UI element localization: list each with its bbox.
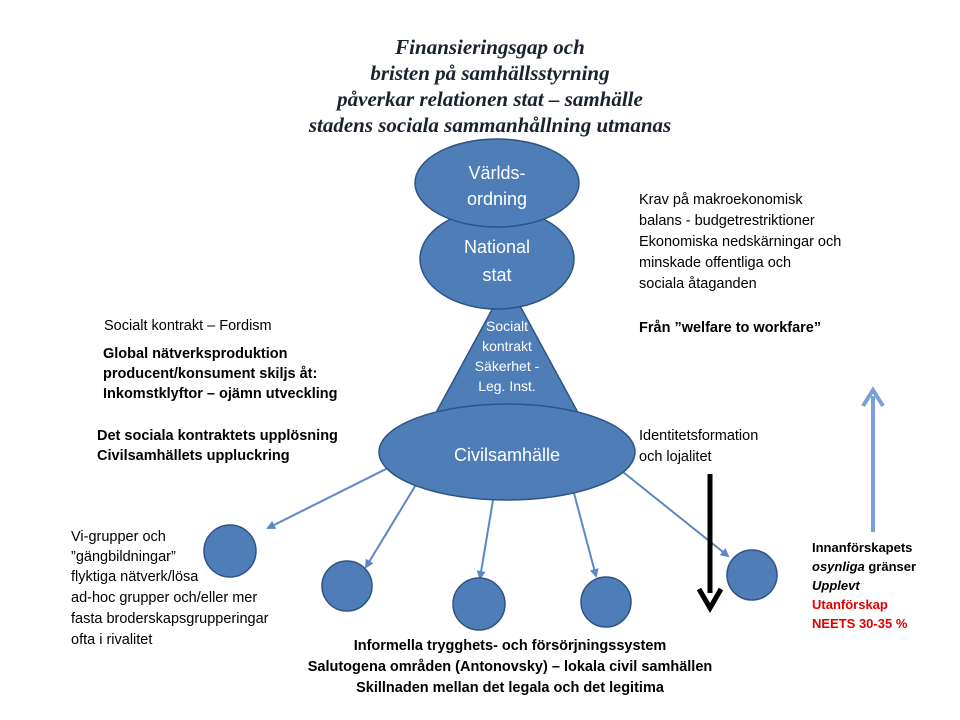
triangle-line-3: Säkerhet -	[474, 358, 540, 374]
title-line-1: Finansieringsgap och	[395, 35, 585, 59]
title-line-4: stadens sociala sammanhållning utmanas	[308, 113, 672, 137]
upplosning-text-1: Det sociala kontraktets upplösning	[97, 428, 338, 444]
node-circle-3	[452, 577, 506, 631]
global-text-2: producent/konsument skiljs åt:	[103, 366, 318, 382]
title-line-2: bristen på samhällsstyrning	[370, 61, 610, 85]
bottom-text-1: Informella trygghets- och försörjningssy…	[353, 638, 667, 654]
connector-lines	[266, 459, 730, 580]
vi-text-4: ad-hoc grupper och/eller mer	[71, 590, 258, 606]
connector-to-node-4	[569, 477, 599, 578]
triangle-line-2: kontrakt	[482, 338, 532, 354]
innanforskap-text-1: Innanförskapets	[812, 540, 913, 555]
identitet-text-2: och lojalitet	[639, 449, 712, 465]
krav-text-4: minskade offentliga och	[639, 255, 792, 271]
welfare-text: Från ”welfare to workfare”	[639, 320, 822, 336]
vi-text-3: flyktiga nätverk/lösa	[71, 569, 199, 585]
osynliga-word: osynliga	[812, 559, 865, 574]
vi-text-2: ”gängbildningar”	[71, 549, 176, 565]
vi-text-1: Vi-grupper och	[71, 529, 166, 545]
global-text-1: Global nätverksproduktion	[103, 346, 288, 362]
triangle-label: Socialt kontrakt Säkerhet - Leg. Inst.	[457, 316, 557, 396]
varldsordning-label: Världs- ordning	[447, 160, 547, 212]
krav-text-1: Krav på makroekonomisk	[639, 192, 803, 208]
krav-text-3: Ekonomiska nedskärningar och	[639, 234, 842, 250]
node-circle-1	[203, 524, 257, 578]
bottom-text-3: Skillnaden mellan det legala och det leg…	[356, 680, 664, 696]
fordism-text: Socialt kontrakt – Fordism	[104, 318, 272, 334]
national-stat-line-1: National	[463, 237, 531, 257]
triangle-line-1: Socialt	[485, 318, 529, 334]
bottom-text-2: Salutogena områden (Antonovsky) – lokala…	[307, 659, 713, 675]
granser-word: gränser	[864, 559, 917, 574]
global-text-3: Inkomstklyftor – ojämn utveckling	[103, 386, 338, 402]
triangle-line-4: Leg. Inst.	[478, 378, 536, 394]
up-arrow-icon	[861, 386, 885, 532]
civilsamhalle-label: Civilsamhälle	[453, 445, 561, 465]
upplosning-text-2: Civilsamhällets uppluckring	[97, 448, 290, 464]
vi-text-5: fasta broderskapsgrupperingar	[71, 611, 269, 627]
identitet-text-1: Identitetsformation	[639, 428, 759, 444]
connector-to-node-2	[364, 477, 421, 569]
varldsordning-line-1: Världs-	[468, 163, 526, 183]
down-arrow-icon	[696, 474, 724, 613]
node-circle-5	[726, 549, 778, 601]
national-stat-line-2: stat	[482, 265, 512, 285]
connector-to-node-1	[266, 461, 401, 529]
vi-text-6: ofta i rivalitet	[71, 632, 153, 648]
utanforskap-text: Utanförskap	[812, 597, 888, 612]
innanforskap-text-2: osynliga gränser	[812, 557, 916, 576]
connector-to-node-3	[476, 487, 496, 580]
title-line-3: påverkar relationen stat – samhälle	[337, 87, 643, 111]
upplevt-text: Upplevt	[812, 578, 860, 593]
krav-text-2: balans - budgetrestriktioner	[639, 213, 815, 229]
ellipse-civilsamhalle	[378, 403, 636, 501]
node-circle-2	[321, 560, 373, 612]
node-circle-4	[580, 576, 632, 628]
national-stat-label: National stat	[447, 233, 547, 289]
neets-text: NEETS 30-35 %	[812, 616, 908, 631]
krav-text-5: sociala åtaganden	[639, 276, 757, 292]
ellipse-varldsordning	[414, 138, 580, 228]
varldsordning-line-2: ordning	[466, 189, 528, 209]
